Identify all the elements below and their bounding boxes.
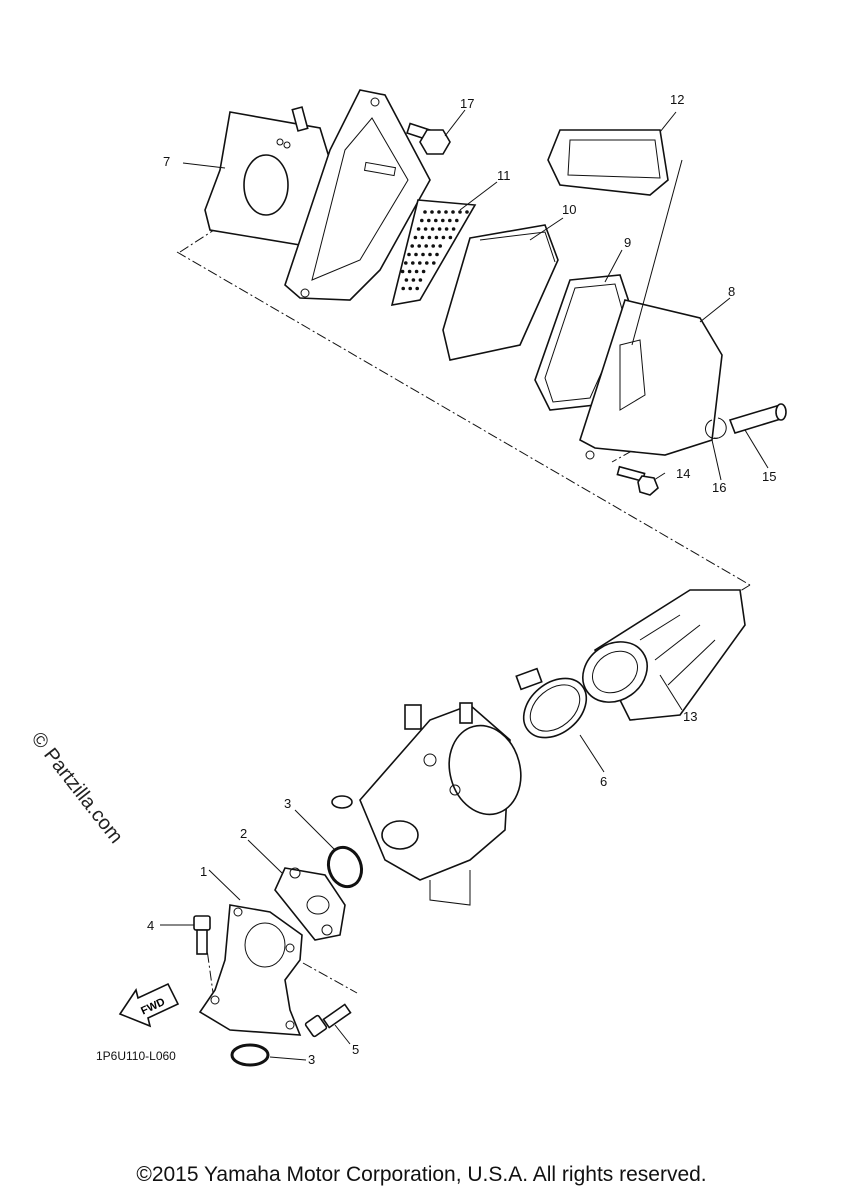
mesh-dot	[407, 269, 412, 274]
mesh-dot	[421, 269, 426, 274]
callout-5: 5	[352, 1042, 359, 1057]
o-ring-3-upper	[326, 845, 364, 889]
bolt-5	[304, 1003, 352, 1038]
callout-15: 15	[762, 469, 776, 484]
mesh-dot	[417, 244, 422, 248]
mesh-dot	[411, 261, 415, 265]
mesh-dot	[448, 235, 453, 240]
mesh-dot	[404, 278, 409, 282]
callout-17: 17	[460, 96, 474, 111]
mesh-dot	[430, 210, 434, 214]
mesh-dot	[408, 286, 413, 291]
callout-9: 9	[624, 235, 631, 250]
bolt-17	[406, 122, 451, 155]
mesh-dot	[431, 244, 436, 248]
air-box-body	[204, 106, 337, 251]
drawing-code: 1P6U110-L060	[96, 1049, 176, 1063]
mesh-dot	[416, 227, 421, 231]
air-filter-element	[442, 224, 559, 361]
mesh-dot	[448, 218, 452, 223]
mesh-dot	[423, 210, 427, 214]
mesh-dot	[414, 252, 418, 257]
callout-13: 13	[683, 709, 697, 724]
mesh-dot	[430, 227, 435, 231]
mesh-dot	[415, 286, 420, 291]
mesh-dot	[420, 218, 424, 223]
callout-12: 12	[670, 92, 684, 107]
mesh-dot	[458, 210, 462, 214]
mesh-dot	[418, 261, 422, 265]
carburetor-assembly	[331, 702, 522, 906]
o-ring-3-lower	[230, 1043, 270, 1067]
mesh-dot	[404, 261, 408, 265]
mesh-dot	[434, 235, 439, 240]
mesh-dot	[400, 269, 405, 274]
callout-6: 6	[600, 774, 607, 789]
callout-numbers: 1 2 3 4 5 6 7 8 9 10 11 12 13 14 15 16 1…	[147, 92, 776, 1067]
insulator-2	[274, 867, 346, 941]
hose-clamp-6	[515, 667, 588, 739]
callout-8: 8	[728, 284, 735, 299]
mesh-dot	[441, 218, 445, 223]
mesh-dot	[423, 227, 428, 231]
breather-pipe-15	[728, 403, 787, 434]
mesh-dot	[434, 218, 438, 223]
mesh-dot	[410, 244, 415, 248]
bolt-4	[193, 915, 211, 955]
mesh-dot	[438, 244, 443, 248]
mesh-dot	[414, 269, 419, 274]
mesh-dot	[465, 210, 469, 214]
mesh-dot	[437, 210, 441, 214]
mesh-dot	[444, 227, 449, 231]
mesh-dot	[451, 210, 455, 214]
mesh-dot	[427, 218, 431, 223]
mesh-dot	[418, 278, 423, 282]
callout-16: 16	[712, 480, 726, 495]
air-case-cover-8	[579, 299, 723, 460]
callout-11: 11	[497, 168, 511, 183]
callout-2: 2	[240, 826, 247, 841]
air-box-gasket-frame	[284, 89, 431, 301]
callout-14: 14	[676, 466, 690, 481]
callout-7: 7	[163, 154, 170, 169]
mesh-screen	[390, 199, 477, 307]
mesh-dot	[424, 244, 429, 248]
callout-10: 10	[562, 202, 576, 217]
callout-3: 3	[284, 796, 291, 811]
intake-manifold-1	[198, 904, 303, 1036]
screw-14	[616, 465, 659, 496]
mesh-dot	[413, 235, 418, 240]
callout-3-lower: 3	[308, 1052, 315, 1067]
mesh-dot	[444, 210, 448, 214]
mesh-dot	[451, 227, 456, 231]
mesh-dot	[432, 261, 436, 265]
mesh-dot	[425, 261, 429, 265]
mesh-dot	[411, 278, 416, 282]
mesh-dot	[401, 286, 406, 291]
fwd-arrow-icon: FWD	[118, 982, 180, 1028]
mesh-dot	[435, 252, 439, 257]
intake-joint-13	[582, 589, 746, 721]
copyright-notice: ©2015 Yamaha Motor Corporation, U.S.A. A…	[136, 1163, 707, 1186]
mesh-dot	[441, 235, 446, 240]
air-joint-12	[547, 129, 669, 196]
mesh-dot	[428, 252, 432, 257]
mesh-dot	[421, 252, 425, 257]
mesh-dot	[407, 252, 411, 257]
leader-lines	[160, 109, 769, 1061]
mesh-dot	[455, 218, 459, 223]
mesh-dot	[437, 227, 442, 231]
mesh-dot	[427, 235, 432, 240]
callout-1: 1	[200, 864, 207, 879]
callout-4: 4	[147, 918, 154, 933]
clip-16	[705, 417, 727, 439]
mesh-dot	[420, 235, 425, 240]
